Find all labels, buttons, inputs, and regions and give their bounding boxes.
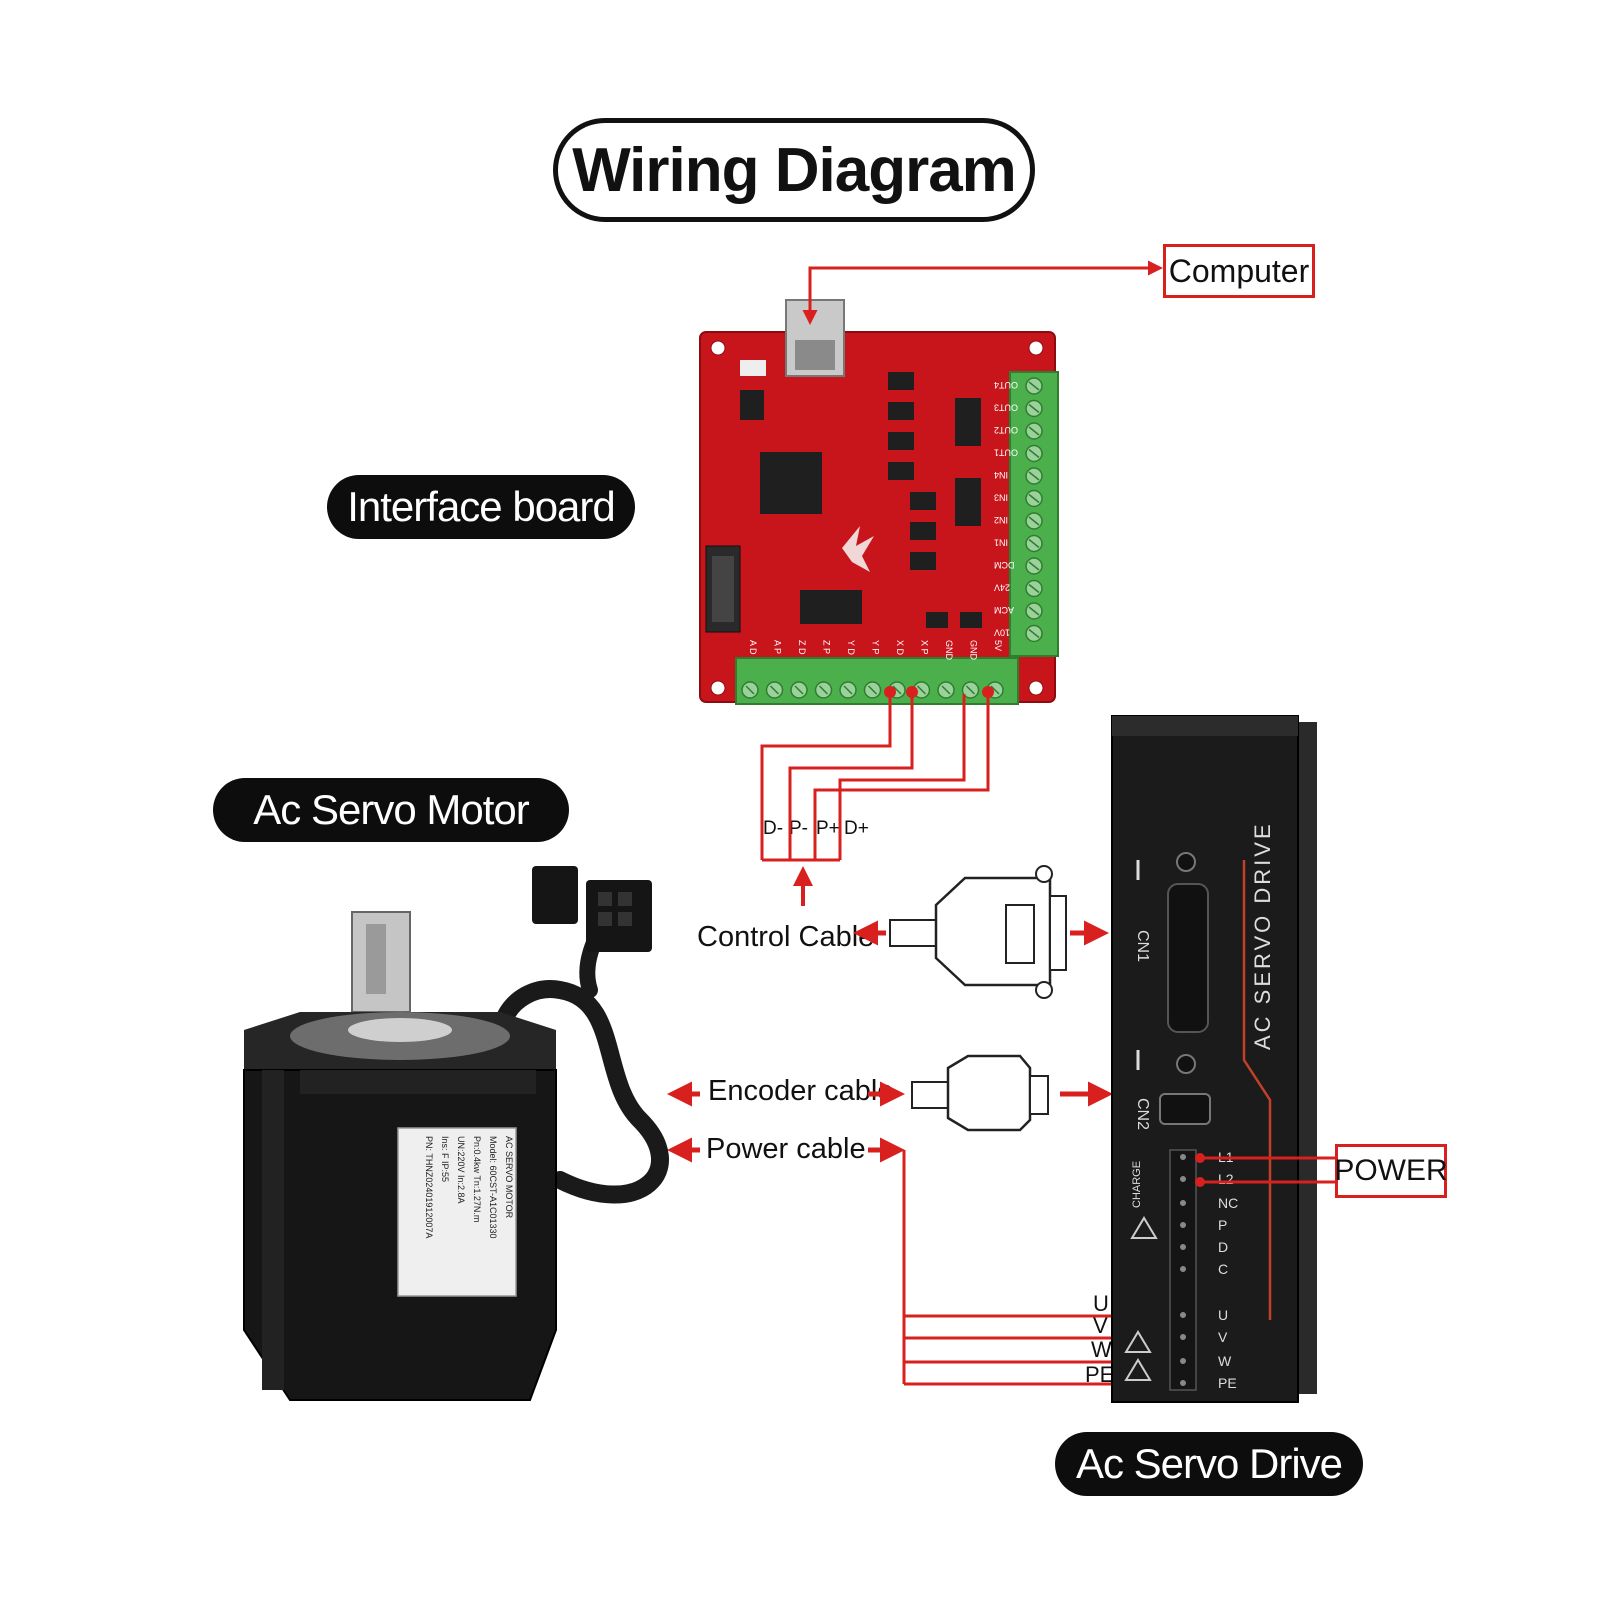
drive-terminal-screw xyxy=(1180,1244,1186,1250)
cn1-port xyxy=(1167,883,1209,1033)
db-connector xyxy=(889,865,1067,999)
drive-terminal-screw xyxy=(1180,1380,1186,1386)
nameplate-line: PN: THNZ02401912007A xyxy=(424,1136,434,1238)
nameplate-line: UN:220V In:2.8A xyxy=(456,1136,466,1204)
nameplate-line: Ins: F IP:55 xyxy=(440,1136,450,1182)
signal-wires xyxy=(760,694,990,862)
nameplate-line: AC SERVO MOTOR xyxy=(504,1136,514,1219)
power-cable-label: Power cable xyxy=(706,1133,866,1165)
drive-terminal-screw xyxy=(1180,1222,1186,1228)
cn2-text: CN2 xyxy=(1134,1098,1151,1130)
logo-icon xyxy=(842,526,874,572)
usb-to-computer-wire xyxy=(802,260,1163,325)
mcu-chip xyxy=(760,452,822,514)
pin-label-p-minus: P- xyxy=(789,818,808,839)
side-terminal-label: IN4 xyxy=(994,470,1008,480)
page-title: Wiring Diagram xyxy=(553,118,1035,222)
drive-terminal-screw xyxy=(1180,1334,1186,1340)
drive-terminal-label: V xyxy=(1218,1329,1228,1345)
nameplate-line: Pn:0.4kw Tn:1.27N.m xyxy=(472,1136,482,1222)
servo-motor-label: Ac Servo Motor xyxy=(213,778,569,842)
encoder-connector xyxy=(911,1054,1049,1132)
side-terminal-label: OUT1 xyxy=(994,448,1018,458)
bottom-terminal-label: Z D xyxy=(797,640,807,655)
pin-label-d-minus: D- xyxy=(763,818,784,839)
drive-terminal-label: P xyxy=(1218,1217,1227,1233)
drive-terminal-label: L2 xyxy=(1218,1171,1234,1187)
motor-nameplate xyxy=(397,1127,517,1297)
drive-terminal-screw xyxy=(1180,1312,1186,1318)
bottom-terminal-label: Y D xyxy=(846,640,856,655)
drive-terminal-label: W xyxy=(1218,1353,1232,1369)
bottom-terminal-label: A P xyxy=(773,640,783,654)
cn1-text: CN1 xyxy=(1134,930,1151,962)
side-terminal-label: 24V xyxy=(994,583,1010,593)
side-terminal-label: OUT3 xyxy=(994,403,1018,413)
drive-terminal-label: D xyxy=(1218,1239,1228,1255)
side-terminal-label: IN1 xyxy=(994,538,1008,548)
drive-terminal-screw xyxy=(1180,1266,1186,1272)
interface-board-label: Interface board xyxy=(327,475,635,539)
side-terminal-label: IN2 xyxy=(994,515,1008,525)
bottom-terminal-label: Z P xyxy=(822,640,832,654)
servo-drive: AC SERVO DRIVE CN1 CN2 CHARGE L1L2NCPDCU… xyxy=(1111,715,1317,1403)
pin-label-d-plus: D+ xyxy=(844,818,869,839)
bottom-terminal-label: X P xyxy=(920,640,930,655)
encoder-cable-label: Encoder cable xyxy=(708,1075,894,1107)
servo-motor: AC SERVO MOTOR Model: 60CST-A1C01330 Pn:0.… xyxy=(243,866,669,1401)
side-terminal-label: DCM xyxy=(994,560,1015,570)
side-terminal-label: 10V xyxy=(994,628,1010,638)
drive-terminal-label: U xyxy=(1218,1307,1228,1323)
bottom-terminal-label: X D xyxy=(895,640,905,656)
drive-terminal-screw xyxy=(1180,1358,1186,1364)
side-terminal-label: OUT4 xyxy=(994,380,1018,390)
bottom-terminal-label: A D xyxy=(748,640,758,655)
drive-terminal-label: C xyxy=(1218,1261,1228,1277)
charge-text: CHARGE xyxy=(1131,1161,1143,1208)
drive-terminal-label: PE xyxy=(1218,1375,1237,1391)
drive-terminal-screw xyxy=(1180,1154,1186,1160)
nameplate-line: Model: 60CST-A1C01330 xyxy=(488,1136,498,1239)
bottom-terminal-label: 5V xyxy=(993,640,1003,651)
encoder-plug xyxy=(532,866,578,924)
side-terminal-label: OUT2 xyxy=(994,425,1018,435)
bottom-terminal-label: GND xyxy=(944,640,954,661)
servo-drive-label: Ac Servo Drive xyxy=(1055,1432,1363,1496)
drive-brand-text: AC SERVO DRIVE xyxy=(1250,821,1275,1050)
bottom-terminal-label: GND xyxy=(969,640,979,661)
phase-label-w: W xyxy=(1091,1337,1112,1362)
drive-terminal-screw xyxy=(1180,1176,1186,1182)
bottom-terminal-label: Y P xyxy=(871,640,881,654)
drive-terminal-screw xyxy=(1180,1200,1186,1206)
control-cable-label: Control Cable xyxy=(697,921,875,953)
side-terminal-label: IN3 xyxy=(994,493,1008,503)
phase-label-u: U xyxy=(1093,1291,1109,1316)
side-terminal-label: ACM xyxy=(994,605,1014,615)
cn2-port xyxy=(1159,1093,1211,1125)
power-box: POWER xyxy=(1334,1144,1448,1198)
computer-box: Computer xyxy=(1163,244,1315,298)
pin-label-p-plus: P+ xyxy=(816,818,840,839)
drive-terminal-label: NC xyxy=(1218,1195,1238,1211)
phase-label-v: V xyxy=(1093,1313,1108,1338)
